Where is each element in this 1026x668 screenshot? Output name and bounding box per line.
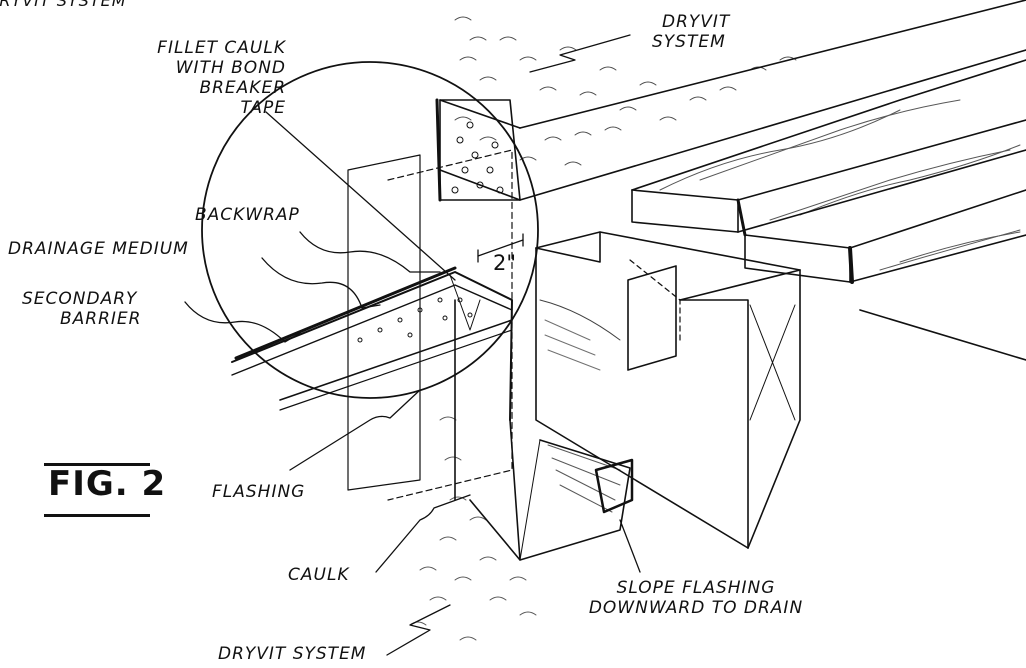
- leader-flashing: [289, 389, 421, 471]
- callout-flashing: FLASHING: [212, 482, 306, 502]
- leader-lines: [184, 34, 641, 656]
- upper-dryvit-wall: [439, 0, 1026, 201]
- leader-fillet-caulk: [265, 111, 456, 281]
- callout-backwrap: BACKWRAP: [195, 205, 300, 225]
- callout-slope-flashing-line2: DOWNWARD TO DRAIN: [588, 598, 804, 618]
- dimension-line: [477, 239, 524, 257]
- callout-dryvit-bottom: DRYVIT SYSTEM: [218, 644, 367, 664]
- callout-fillet-caulk-line1: FILLET CAULK: [157, 38, 286, 58]
- callout-fillet-caulk-line2: WITH BOND: [175, 58, 286, 78]
- figure-label: FIG. 2: [48, 464, 167, 504]
- lower-dryvit-wall: [409, 299, 634, 641]
- ledger-block: [535, 231, 801, 549]
- callout-secondary-barrier-line2: BARRIER: [60, 309, 142, 329]
- top-cut-label: DRYVIT SYSTEM: [0, 0, 127, 10]
- leader-dryvit-top: [529, 34, 631, 73]
- callout-fillet-caulk-line3: BREAKER: [199, 78, 286, 98]
- leader-secondary-barrier: [184, 301, 301, 343]
- leader-dryvit-bottom: [386, 604, 451, 656]
- callout-fillet-caulk-line4: TAPE: [240, 98, 286, 118]
- leader-drainage-medium: [261, 257, 381, 309]
- leader-backwrap: [299, 231, 441, 273]
- dimension-label: 2": [493, 251, 517, 275]
- callout-slope-flashing-line1: SLOPE FLASHING: [616, 578, 776, 598]
- detail-circle: [201, 61, 539, 501]
- callout-drainage-medium: DRAINAGE MEDIUM: [8, 239, 189, 259]
- figure-label-overline: [44, 463, 150, 466]
- figure-label-underline: [44, 514, 150, 517]
- callout-dryvit-top-line2: SYSTEM: [652, 32, 726, 52]
- leader-caulk: [375, 494, 471, 573]
- callout-secondary-barrier-line1: SECONDARY: [22, 289, 138, 309]
- leader-slope-flashing: [619, 519, 641, 573]
- callout-dryvit-top-line1: DRYVIT: [662, 12, 731, 32]
- deck-boards: [631, 59, 1026, 361]
- callout-caulk: CAULK: [288, 565, 350, 585]
